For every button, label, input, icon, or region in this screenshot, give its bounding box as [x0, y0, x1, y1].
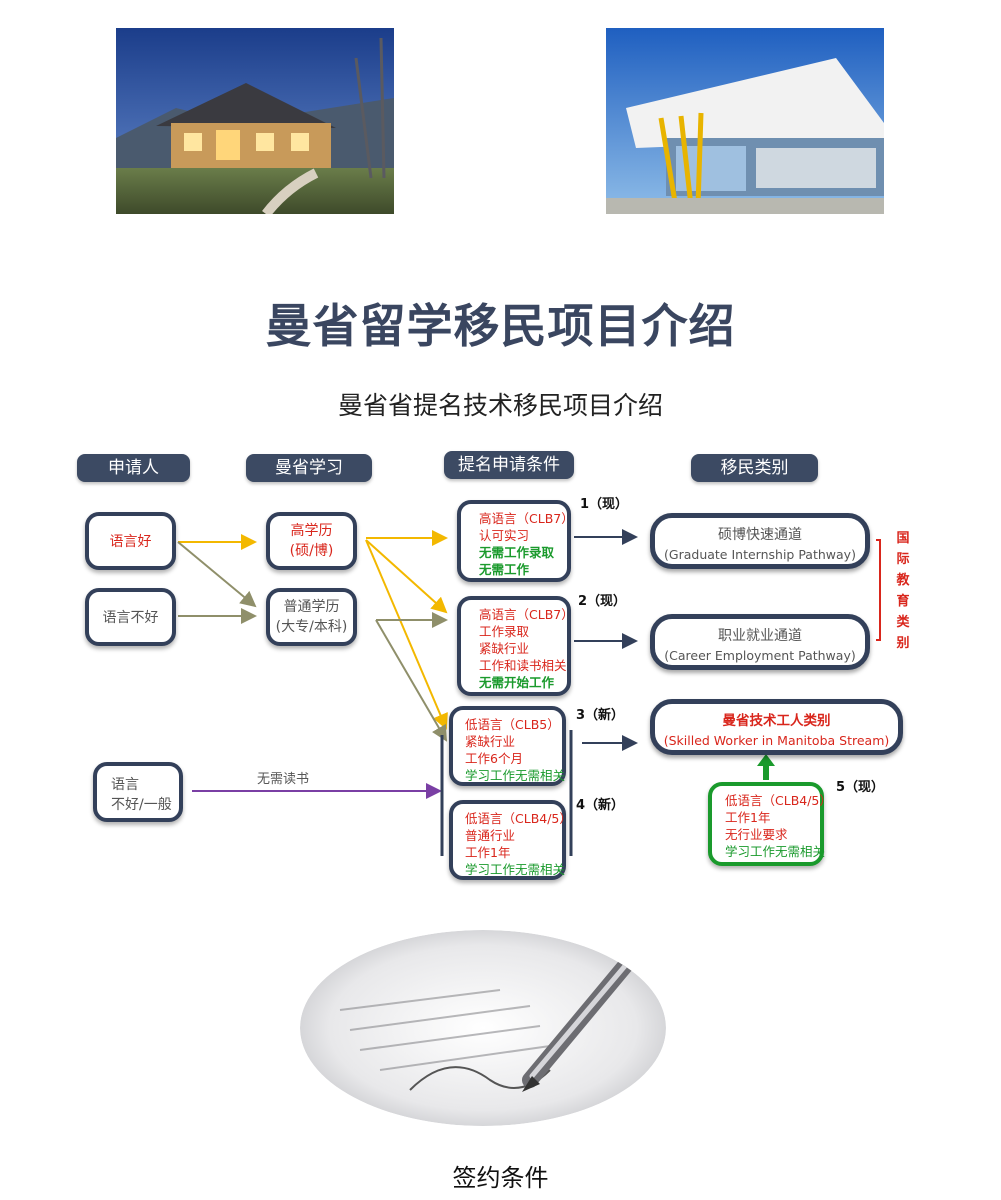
- intl-label-char: 类: [896, 615, 910, 630]
- applicant-poor-line1: 语言: [111, 777, 139, 793]
- career-pathway-en: (Career Employment Pathway): [664, 648, 856, 663]
- graduate-pathway-en: (Graduate Internship Pathway): [664, 547, 856, 562]
- study-normal-degree: 普通学历 (大专/本科): [266, 588, 357, 646]
- condition-2-line: 工作和读书相关: [479, 658, 567, 673]
- graduate-internship-pathway: 硕博快速通道 (Graduate Internship Pathway): [650, 513, 870, 569]
- condition-box-4: 低语言（CLB4/5） 普通行业 工作1年 学习工作无需相关: [449, 800, 572, 880]
- intl-label-char: 际: [896, 552, 910, 567]
- signature-photo: [300, 930, 666, 1126]
- intl-label-char: 国: [896, 531, 910, 546]
- condition-3-line: 学习工作无需相关: [465, 768, 566, 783]
- condition-2-line: 紧缺行业: [479, 641, 530, 656]
- condition-2-line: 无需开始工作: [479, 675, 555, 690]
- condition-box-5: 低语言（CLB4/5） 工作1年 无行业要求 学习工作无需相关: [708, 782, 832, 866]
- stream-number-3: 3（新）: [576, 708, 625, 723]
- stream-number-5: 5（现）: [836, 780, 885, 795]
- study-high-line1: 高学历: [290, 523, 333, 539]
- page-subtitle: 曼省省提名技术移民项目介绍: [337, 391, 663, 420]
- skilled-stream-en: (Skilled Worker in Manitoba Stream): [663, 733, 890, 748]
- applicant-poor-language: 语言 不好/一般: [93, 762, 183, 822]
- signing-conditions-caption: 签约条件: [452, 1164, 549, 1192]
- condition-box-1: 高语言（CLB7） 认可实习 无需工作录取 无需工作: [457, 500, 574, 582]
- condition-box-3: 低语言（CLB5） 紧缺行业 工作6个月 学习工作无需相关: [449, 706, 566, 786]
- intl-label-char: 别: [896, 636, 910, 651]
- condition-5-line: 工作1年: [725, 810, 771, 825]
- study-high-line2: (硕/博): [289, 543, 334, 559]
- condition-1-line: 高语言（CLB7）: [479, 511, 574, 526]
- condition-4-line: 工作1年: [465, 845, 511, 860]
- header-conditions: 提名申请条件: [444, 451, 574, 479]
- applicant-good-label: 语言好: [109, 534, 152, 550]
- skilled-stream-cn: 曼省技术工人类别: [722, 713, 831, 729]
- house-photo: [116, 28, 394, 214]
- condition-3-line: 低语言（CLB5）: [465, 717, 560, 732]
- condition-2-line: 高语言（CLB7）: [479, 607, 574, 622]
- condition-4-line: 学习工作无需相关: [465, 862, 566, 877]
- condition-1-line: 认可实习: [479, 528, 530, 543]
- condition-3-line: 紧缺行业: [465, 734, 516, 749]
- stream-number-2: 2（现）: [578, 594, 627, 609]
- condition-5-line: 学习工作无需相关: [725, 844, 826, 859]
- condition-box-2: 高语言（CLB7） 工作录取 紧缺行业 工作和读书相关 无需开始工作: [457, 596, 574, 696]
- condition-2-line: 工作录取: [479, 624, 530, 639]
- condition-1-line: 无需工作录取: [479, 545, 555, 560]
- condition-5-line: 无行业要求: [725, 827, 788, 842]
- applicant-poor-line2: 不好/一般: [111, 797, 172, 813]
- stream-number-1: 1（现）: [580, 497, 629, 512]
- condition-5-line: 低语言（CLB4/5）: [725, 793, 832, 808]
- applicant-bad-language: 语言不好: [85, 588, 176, 646]
- condition-1-line: 无需工作: [479, 562, 530, 577]
- condition-4-line: 普通行业: [465, 828, 516, 843]
- condition-3-line: 工作6个月: [465, 751, 523, 766]
- intl-label-char: 教: [896, 573, 910, 588]
- applicant-bad-label: 语言不好: [102, 610, 159, 626]
- career-employment-pathway: 职业就业通道 (Career Employment Pathway): [650, 614, 870, 670]
- career-pathway-cn: 职业就业通道: [718, 628, 802, 644]
- condition-4-line: 低语言（CLB4/5）: [465, 811, 572, 826]
- header-applicant: 申请人: [77, 454, 190, 482]
- study-high-degree: 高学历 (硕/博): [266, 512, 357, 570]
- no-study-label: 无需读书: [257, 772, 310, 787]
- skilled-worker-stream: 曼省技术工人类别 (Skilled Worker in Manitoba Str…: [650, 699, 903, 755]
- intl-label-char: 育: [896, 594, 910, 609]
- study-normal-line2: (大专/本科): [275, 619, 348, 635]
- page-title: 曼省留学移民项目介绍: [265, 299, 736, 353]
- building-photo: [606, 28, 884, 214]
- study-normal-line1: 普通学历: [283, 599, 340, 615]
- graduate-pathway-cn: 硕博快速通道: [718, 527, 802, 543]
- header-category: 移民类别: [691, 454, 818, 482]
- applicant-good-language: 语言好: [85, 512, 176, 570]
- international-education-label: 国 际 教 育 类 别: [895, 528, 911, 654]
- stream-number-4: 4（新）: [576, 798, 625, 813]
- header-study: 曼省学习: [246, 454, 372, 482]
